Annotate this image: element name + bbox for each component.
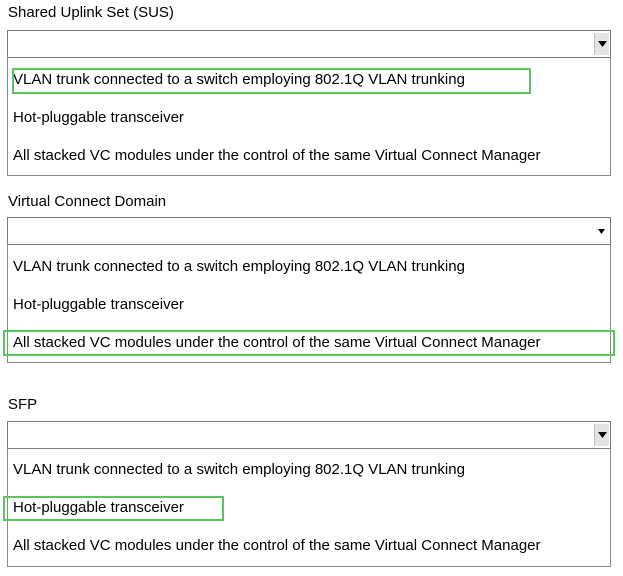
vc-domain-select[interactable]: [7, 217, 611, 245]
sfp-option-stacked-vc[interactable]: All stacked VC modules under the control…: [13, 537, 541, 554]
vc-domain-option-stacked-vc[interactable]: All stacked VC modules under the control…: [13, 334, 541, 351]
sus-option-list: VLAN trunk connected to a switch employi…: [7, 58, 611, 176]
sfp-group: SFP VLAN trunk connected to a switch emp…: [0, 396, 623, 572]
triangle-down-icon: [597, 432, 607, 438]
triangle-down-icon: [598, 228, 605, 234]
sus-selection-highlight: [12, 68, 531, 94]
vc-domain-label: Virtual Connect Domain: [8, 193, 167, 210]
sfp-option-list: VLAN trunk connected to a switch employi…: [3, 449, 611, 567]
vc-domain-selection-highlight: [3, 330, 615, 356]
vc-domain-dropdown-button[interactable]: [594, 220, 609, 242]
vc-domain-option-list: VLAN trunk connected to a switch employi…: [3, 245, 615, 363]
sfp-label: SFP: [8, 396, 38, 413]
sus-option-vlan-trunk[interactable]: VLAN trunk connected to a switch employi…: [13, 71, 465, 88]
triangle-down-icon: [597, 41, 607, 47]
vc-domain-group: Virtual Connect Domain VLAN trunk connec…: [0, 193, 623, 365]
sfp-dropdown-button[interactable]: [594, 424, 609, 446]
sfp-select[interactable]: [7, 421, 611, 449]
sus-group: Shared Uplink Set (SUS) VLAN trunk conne…: [0, 4, 623, 180]
sus-select[interactable]: [7, 30, 611, 58]
sfp-option-vlan-trunk[interactable]: VLAN trunk connected to a switch employi…: [13, 461, 465, 478]
sfp-option-hot-pluggable[interactable]: Hot-pluggable transceiver: [13, 499, 184, 516]
sfp-selection-highlight: [3, 496, 224, 521]
sus-label: Shared Uplink Set (SUS): [8, 4, 174, 21]
sus-option-hot-pluggable[interactable]: Hot-pluggable transceiver: [13, 109, 184, 126]
sus-dropdown-button[interactable]: [594, 33, 609, 55]
vc-domain-option-vlan-trunk[interactable]: VLAN trunk connected to a switch employi…: [13, 258, 465, 275]
vc-domain-option-hot-pluggable[interactable]: Hot-pluggable transceiver: [13, 296, 184, 313]
sus-option-stacked-vc[interactable]: All stacked VC modules under the control…: [13, 147, 541, 164]
